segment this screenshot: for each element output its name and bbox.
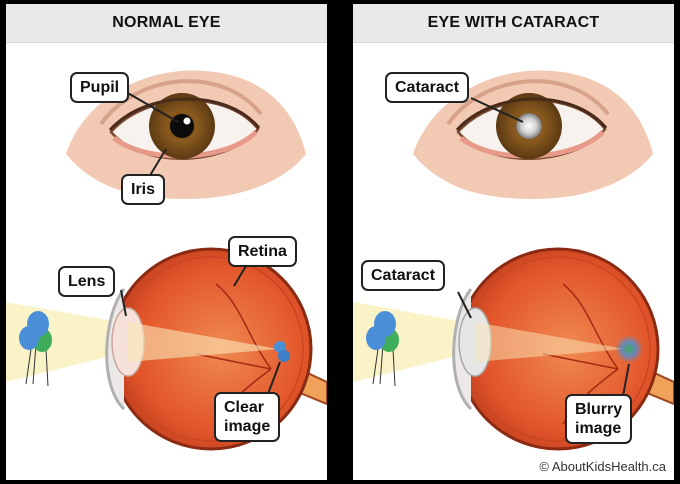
clear-image-line1: Clear xyxy=(224,399,265,416)
front-eye xyxy=(66,70,306,199)
blurry-image-label: Blurry image xyxy=(565,394,633,444)
panel-title: EYE WITH CATARACT xyxy=(353,4,674,43)
cloudy-pupil-shape xyxy=(516,113,542,139)
panel-title: NORMAL EYE xyxy=(6,4,327,43)
lens-label: Lens xyxy=(58,266,116,297)
retina-image-balloon xyxy=(274,341,286,353)
retina-label: Retina xyxy=(228,236,297,267)
cataract-eye-panel: EYE WITH CATARACT Cataract Cataract Blur… xyxy=(353,4,674,480)
front-eye xyxy=(413,70,653,199)
normal-eye-panel: NORMAL EYE Pupil Iris Lens Retina Clear … xyxy=(6,4,327,480)
blurry-image-line2: image xyxy=(575,420,622,437)
cataract-side-label: Cataract xyxy=(361,260,446,291)
blurry-retina-image xyxy=(615,335,643,363)
cataract-front-label: Cataract xyxy=(385,72,470,103)
clear-image-label: Clear image xyxy=(214,392,281,442)
pupil-label: Pupil xyxy=(70,72,130,103)
balloons xyxy=(19,311,52,387)
pupil-shape xyxy=(170,114,194,138)
balloons xyxy=(366,311,399,387)
copyright-text: © AboutKidsHealth.ca xyxy=(539,459,666,474)
iris-label: Iris xyxy=(121,174,166,205)
blurry-image-line1: Blurry xyxy=(575,401,623,418)
normal-eye-illustration xyxy=(6,70,327,451)
clear-image-line2: image xyxy=(224,418,271,435)
balloon-blue xyxy=(27,311,49,337)
